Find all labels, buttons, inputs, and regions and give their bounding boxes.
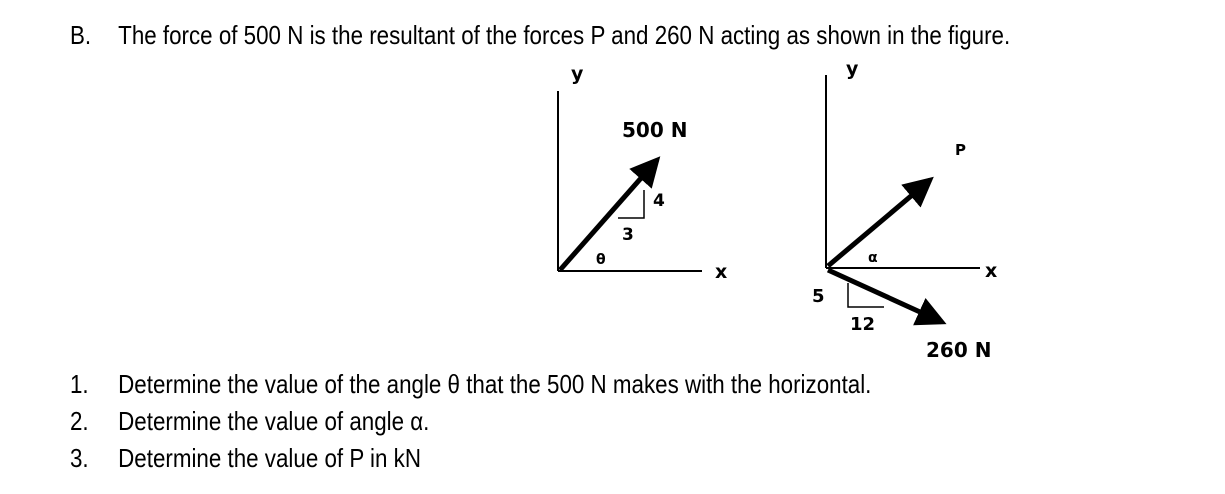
right-y-axis-label: y [846,58,859,80]
problem-letter: B. [70,20,92,50]
question-list: 1. Determine the value of the angle θ tha… [70,366,871,477]
force-500-label: 500 N [622,118,687,142]
question-item: 3. Determine the value of P in kN [70,440,871,477]
right-figure: y x P 260 N 5 12 α [812,58,997,362]
left-x-axis-label: x [715,261,727,283]
question-item: 2. Determine the value of angle α. [70,403,871,440]
left-y-axis-label: y [571,63,584,85]
right-x-axis-label: x [985,260,997,282]
question-text: Determine the value of P in kN [118,443,422,473]
right-slope-rise: 5 [812,286,825,307]
question-text: Determine the value of angle α. [118,406,430,436]
force-260-label: 260 N [926,338,991,362]
left-slope-triangle [618,190,645,219]
problem-statement: B. The force of 500 N is the resultant of… [70,20,1010,51]
force-p-arrow [826,176,934,268]
left-slope-rise: 4 [653,191,665,211]
theta-label: θ [596,252,606,268]
question-item: 1. Determine the value of the angle θ tha… [70,366,871,403]
force-260-arrow [826,267,947,326]
question-number: 2. [70,406,89,436]
p-label: P [955,141,966,159]
question-number: 3. [70,443,89,473]
alpha-label: α [868,250,878,266]
left-figure: y x 500 N 4 3 θ [557,63,727,283]
left-slope-run: 3 [622,225,634,245]
force-500-arrow [558,156,661,272]
question-number: 1. [70,369,89,399]
right-slope-triangle [847,283,884,308]
question-text: Determine the value of the angle θ that … [118,369,872,399]
right-slope-run: 12 [850,314,875,335]
problem-text: The force of 500 N is the resultant of t… [118,20,1011,50]
